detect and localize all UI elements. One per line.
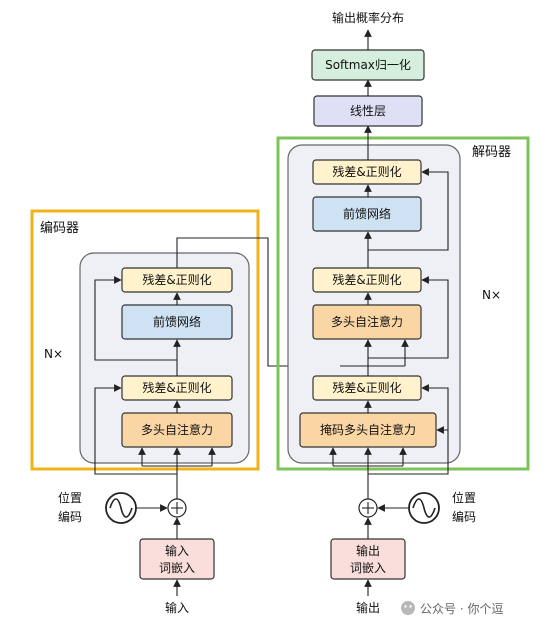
encoder-norm-bottom-label: 残差&正则化: [142, 381, 211, 395]
decoder-cross-attention-box: [312, 304, 422, 340]
decoder-norm-top-box: [312, 159, 422, 185]
linear-layer-label: 线性层: [350, 104, 386, 118]
decoder-frame: [276, 136, 530, 471]
encoder-attention-label: 多头自注意力: [141, 422, 213, 437]
encoder-embedding-label-1: 输入: [165, 543, 189, 558]
softmax-label: Softmax归一化: [325, 58, 411, 72]
decoder-norm-mid-box: [312, 267, 422, 293]
encoder-repeat-label: N×: [44, 347, 63, 361]
decoder-input-label: 输出: [356, 600, 380, 615]
encoder-norm-top-label: 残差&正则化: [142, 273, 211, 287]
decoder-repeat-label: N×: [482, 288, 501, 302]
decoder-residual-2: [368, 276, 449, 359]
decoder-embedding-label-2: 词嵌入: [350, 561, 386, 575]
decoder-masked-attention-label: 掩码多头自注意力: [320, 422, 416, 437]
decoder-sine-icon: [412, 498, 436, 518]
encoder-frame: [30, 209, 260, 471]
decoder-embedding-box: [330, 538, 406, 580]
output-probability-label: 输出概率分布: [332, 10, 404, 25]
encoder-pos-label-1: 位置: [58, 490, 82, 505]
wechat-icon: [401, 601, 415, 615]
decoder-pos-label-2: 编码: [452, 509, 476, 524]
encoder-embedding-box: [139, 538, 215, 580]
encoder-residual-2: [94, 276, 177, 361]
decoder-residual-3: [368, 168, 449, 251]
encoder-residual-1: [94, 384, 177, 475]
wechat-icon-eye-left: [404, 605, 407, 608]
decoder-norm-top-label: 残差&正则化: [332, 165, 401, 179]
decoder-embedding-label-1: 输出: [356, 543, 380, 558]
decoder-ffn-box: [312, 196, 422, 232]
decoder-cross-attention-label: 多头自注意力: [331, 314, 403, 329]
encoder-sine-icon: [109, 498, 133, 518]
decoder-norm-bottom-label: 残差&正则化: [332, 381, 401, 395]
wechat-icon-eye-right: [409, 605, 412, 608]
decoder-title: 解码器: [472, 145, 511, 160]
decoder-norm-bottom-box: [312, 375, 422, 401]
decoder-residual-1b: [421, 384, 449, 430]
encoder-ffn-label: 前馈网络: [153, 314, 201, 329]
encoder-pos-label-2: 编码: [58, 509, 82, 524]
decoder-norm-mid-label: 残差&正则化: [332, 273, 401, 287]
encoder-input-label: 输入: [165, 600, 189, 615]
watermark-text: 公众号 · 你个逗: [420, 602, 503, 616]
decoder-residual-1: [368, 426, 449, 475]
decoder-ffn-label: 前馈网络: [343, 206, 391, 221]
decoder-pos-label-1: 位置: [452, 490, 476, 505]
encoder-embedding-label-2: 词嵌入: [159, 561, 195, 575]
encoder-title: 编码器: [40, 221, 79, 236]
